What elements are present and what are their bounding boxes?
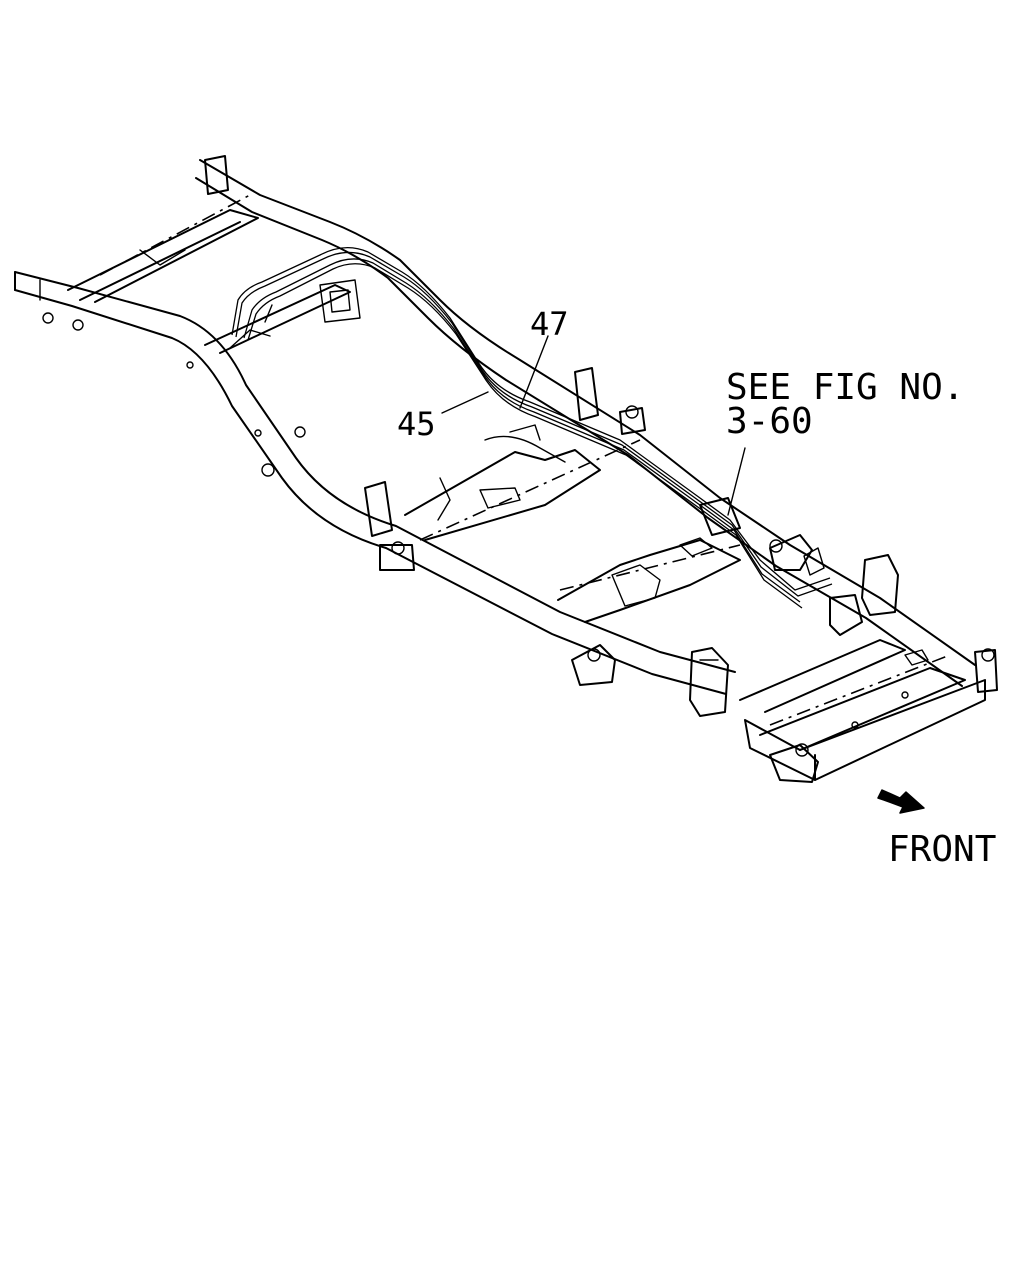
body-mounts [42,155,998,783]
callout-45: 45 [397,405,436,443]
right-side-rail [195,159,976,687]
front-label: FRONT [888,829,997,870]
leader-line-see-fig [727,447,746,516]
see-fig-reference-line2: 3-60 [726,401,813,442]
left-side-rail [14,271,736,695]
front-direction-arrow-icon [877,789,925,814]
cross-members [67,194,986,781]
callout-47: 47 [530,305,569,343]
see-fig-reference-line1: SEE FIG NO. [726,367,965,408]
leader-line-47 [519,335,549,409]
leader-lines [441,335,746,516]
brake-pipe-assembly [231,247,833,609]
leader-line-45 [441,391,489,414]
